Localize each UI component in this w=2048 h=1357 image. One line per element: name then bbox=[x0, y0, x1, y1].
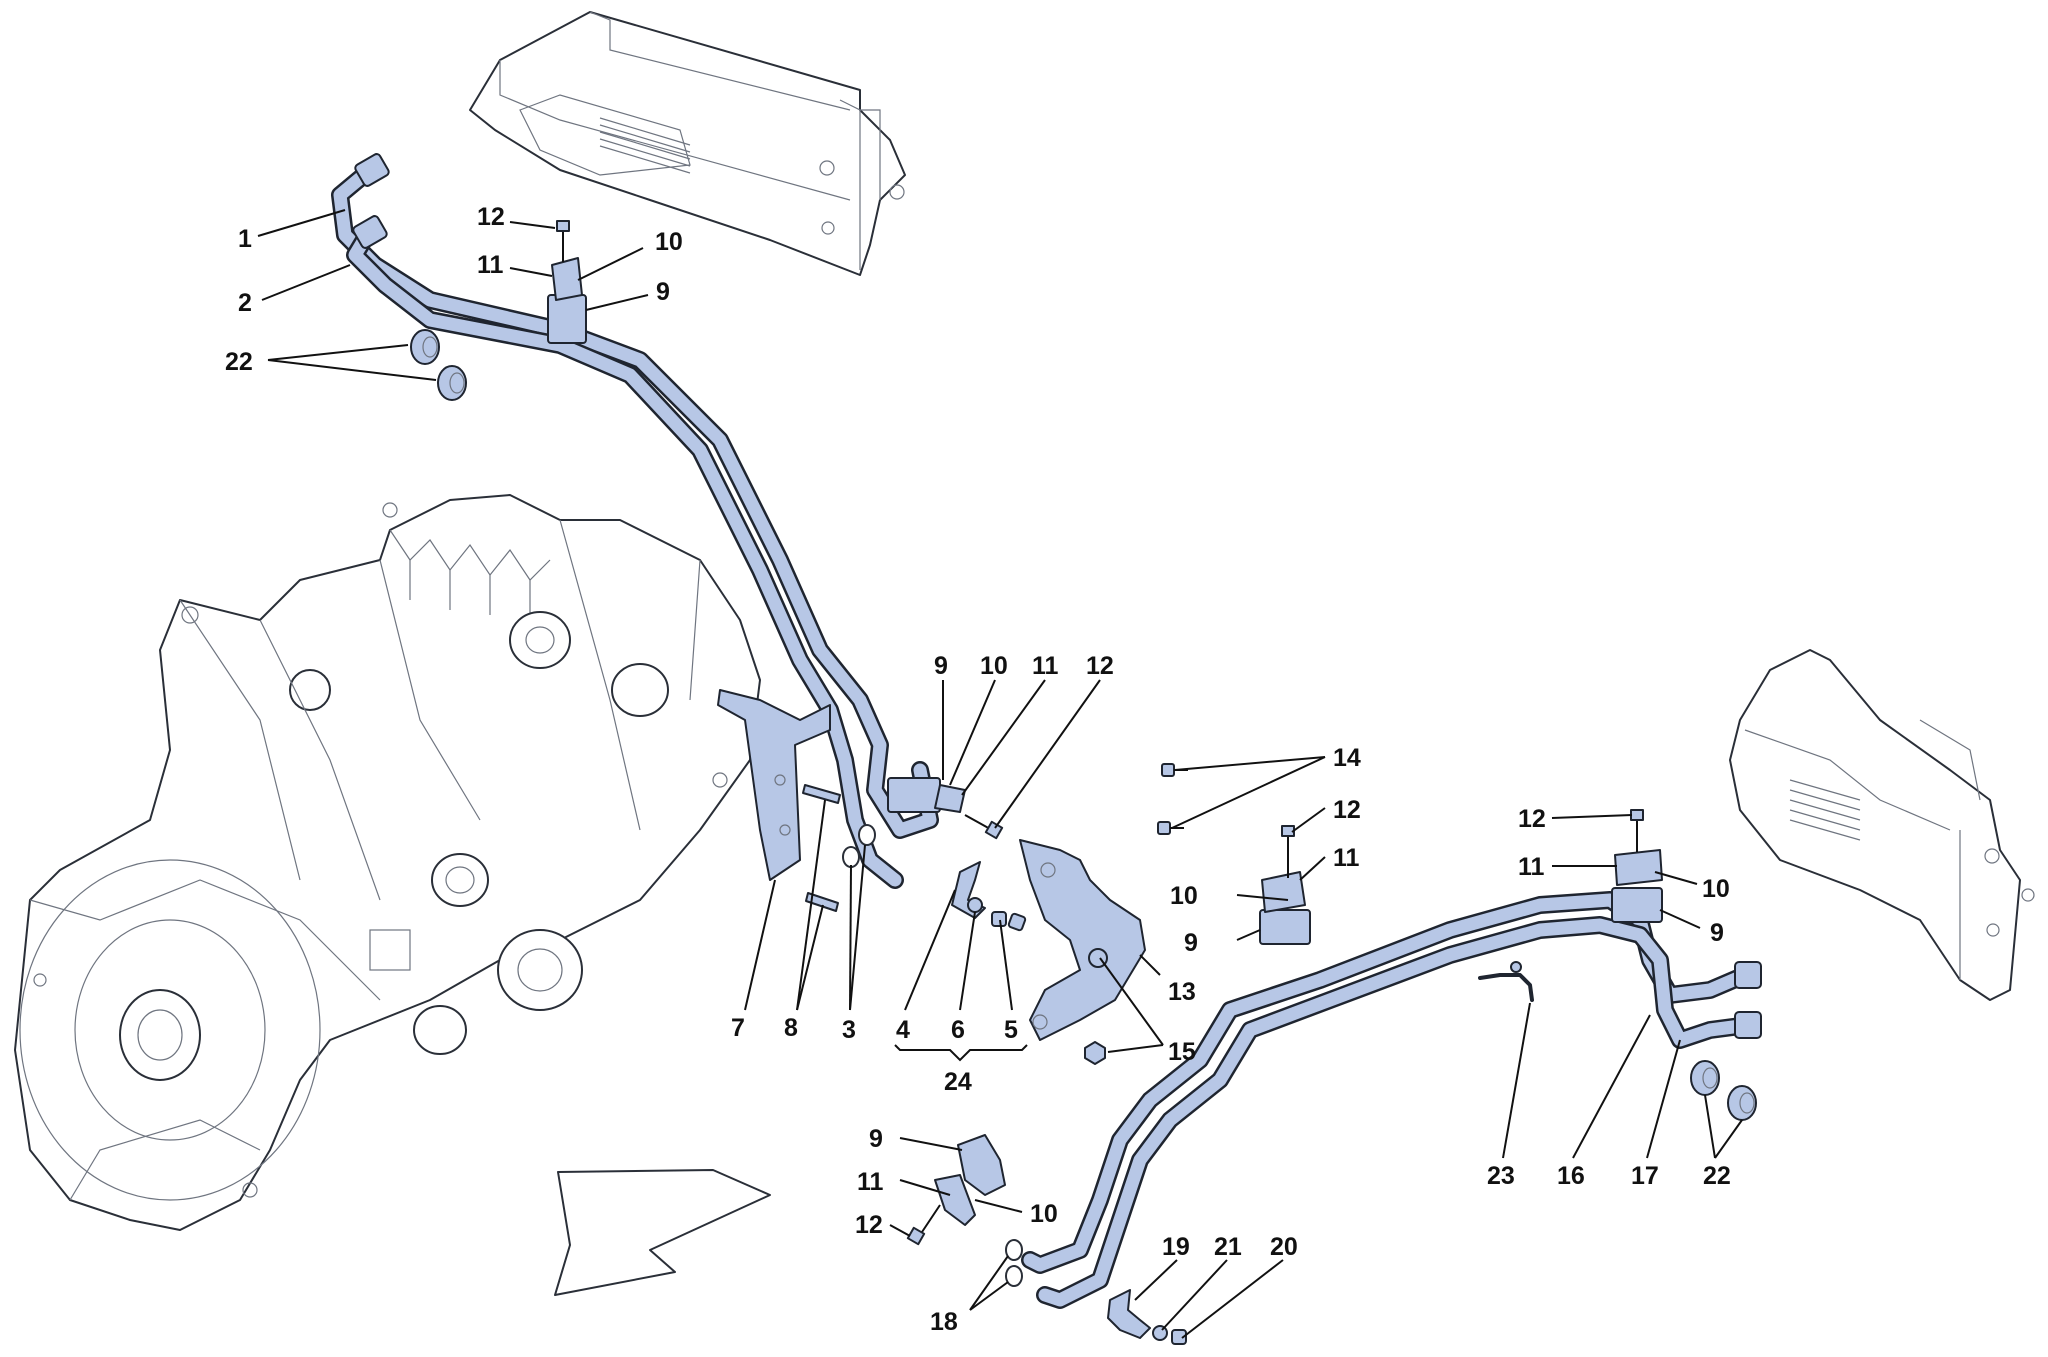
clip-23 bbox=[1478, 961, 1534, 1002]
callout-11-center: 11 bbox=[1333, 844, 1360, 872]
callout-12-mid: 12 bbox=[1086, 652, 1114, 680]
bracket-small-4-6-5 bbox=[951, 861, 1027, 932]
callout-10-center: 10 bbox=[1170, 882, 1198, 910]
callout-2: 2 bbox=[238, 289, 252, 317]
callout-11-right: 11 bbox=[1518, 853, 1545, 881]
top-oil-cooler bbox=[469, 11, 906, 276]
callout-10-top: 10 bbox=[655, 228, 683, 256]
direction-arrow bbox=[554, 1169, 771, 1296]
callout-22-right: 22 bbox=[1703, 1162, 1731, 1190]
pipe-clamp-bottom bbox=[906, 1134, 1006, 1246]
callout-13: 13 bbox=[1168, 978, 1196, 1006]
bracket-13 bbox=[1019, 839, 1146, 1041]
callout-10-bottom: 10 bbox=[1030, 1200, 1058, 1228]
callout-15: 15 bbox=[1168, 1038, 1196, 1066]
bracket-7 bbox=[717, 689, 831, 881]
callout-10-right: 10 bbox=[1702, 875, 1730, 903]
grommets-22-right bbox=[1690, 1060, 1757, 1121]
callout-20: 20 bbox=[1270, 1233, 1298, 1261]
callout-4: 4 bbox=[896, 1016, 910, 1044]
callout-16: 16 bbox=[1557, 1162, 1585, 1190]
pipe-clamp-mid bbox=[887, 777, 1004, 840]
callout-12-bottom: 12 bbox=[855, 1211, 883, 1239]
seals-18 bbox=[1005, 1239, 1023, 1287]
callout-18: 18 bbox=[930, 1308, 958, 1336]
grommets-22-top bbox=[410, 329, 467, 401]
callout-6: 6 bbox=[951, 1016, 965, 1044]
callout-23: 23 bbox=[1487, 1162, 1515, 1190]
callout-21: 21 bbox=[1214, 1233, 1242, 1261]
pipe-clamp-top bbox=[547, 220, 587, 344]
leader-lines bbox=[257, 209, 1743, 1339]
callout-5: 5 bbox=[1004, 1016, 1018, 1044]
callout-labels: 1 2 22 12 11 10 9 9 10 11 12 7 8 3 4 6 5… bbox=[225, 203, 1731, 1336]
callout-1: 1 bbox=[238, 225, 252, 253]
seals-3 bbox=[842, 824, 876, 868]
callout-22-top: 22 bbox=[225, 348, 253, 376]
callout-14: 14 bbox=[1333, 744, 1361, 772]
callout-24: 24 bbox=[944, 1068, 972, 1096]
callout-10-mid: 10 bbox=[980, 652, 1008, 680]
callout-17: 17 bbox=[1631, 1162, 1659, 1190]
callout-9-mid: 9 bbox=[934, 652, 948, 680]
callout-8: 8 bbox=[784, 1014, 798, 1042]
callout-11-top: 11 bbox=[477, 251, 504, 279]
callout-12-top: 12 bbox=[477, 203, 505, 231]
callout-19: 19 bbox=[1162, 1233, 1190, 1261]
callout-9-right: 9 bbox=[1710, 919, 1724, 947]
pipe-clamp-right bbox=[1611, 809, 1663, 923]
callout-11-mid: 11 bbox=[1032, 652, 1059, 680]
callout-12-center: 12 bbox=[1333, 796, 1361, 824]
pipe-clamp-center bbox=[1259, 825, 1311, 945]
callout-3: 3 bbox=[842, 1016, 856, 1044]
right-oil-cooler bbox=[1729, 649, 2035, 1001]
bracket-19-21-20 bbox=[1107, 1289, 1187, 1345]
callout-9-top: 9 bbox=[656, 278, 670, 306]
callout-7: 7 bbox=[731, 1014, 745, 1042]
oil-pipe-lower bbox=[1021, 891, 1762, 1309]
callout-11-bottom: 11 bbox=[857, 1168, 884, 1196]
gearbox bbox=[14, 494, 761, 1231]
callout-12-right: 12 bbox=[1518, 805, 1546, 833]
callout-9-bottom: 9 bbox=[869, 1125, 883, 1153]
studs-8 bbox=[802, 784, 841, 912]
callout-9-center: 9 bbox=[1184, 929, 1198, 957]
